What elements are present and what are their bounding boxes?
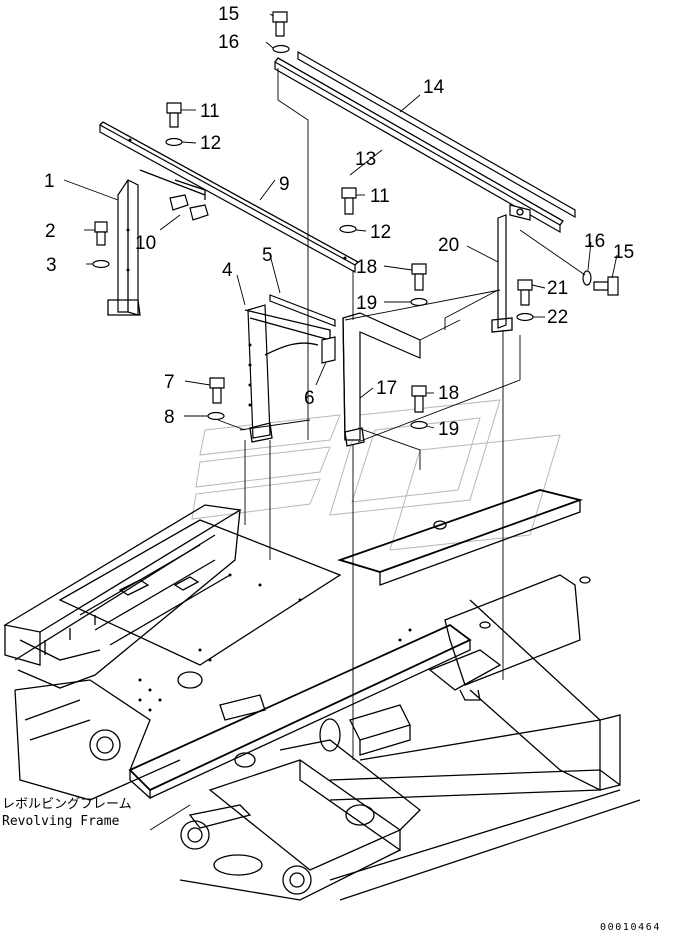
- part-1-bracket: [107, 179, 141, 316]
- part-5-bar: [269, 294, 336, 327]
- callout-12: 12: [370, 222, 391, 243]
- part-10-clips: [139, 169, 209, 221]
- assembly-guide-lines: [217, 68, 586, 760]
- revolving-frame-label: レボルビングフレーム Revolving Frame: [2, 797, 132, 829]
- callout-19: 19: [438, 419, 459, 440]
- callout-5: 5: [262, 245, 273, 266]
- callout-20: 20: [438, 235, 459, 256]
- callout-16: 16: [584, 231, 605, 252]
- part-9-bar: [99, 121, 360, 274]
- frame-label-english: Revolving Frame: [2, 814, 120, 829]
- callout-leaders: [63, 13, 618, 831]
- callout-11: 11: [370, 186, 390, 207]
- part-6-block: [321, 336, 336, 364]
- callout-18: 18: [438, 383, 459, 404]
- callout-14: 14: [423, 77, 445, 98]
- hardware-bolts-washers: [92, 11, 619, 430]
- callout-15: 15: [218, 4, 239, 25]
- watermark-logo: [191, 399, 561, 551]
- callout-15: 15: [613, 242, 634, 263]
- part-4-bracket: [244, 304, 331, 443]
- callout-10: 10: [135, 233, 156, 254]
- callout-3: 3: [46, 255, 57, 276]
- frame-bolt-holes: [138, 573, 412, 712]
- revolving-frame: [3, 489, 641, 901]
- drawing-number: 00010464: [600, 922, 661, 933]
- callout-labels: 15 16 14 11 12 13 1 9 11 2 12 10 20 16 1…: [44, 4, 634, 440]
- callout-2: 2: [45, 221, 56, 242]
- part-20-bar: [491, 214, 513, 333]
- callout-21: 21: [547, 278, 568, 299]
- callout-12: 12: [200, 133, 221, 154]
- frame-label-japanese: レボルビングフレーム: [2, 797, 132, 812]
- part-17-bracket: [342, 312, 421, 447]
- callout-4: 4: [222, 260, 233, 281]
- callout-18: 18: [356, 257, 377, 278]
- callout-1: 1: [44, 171, 55, 192]
- callout-7: 7: [164, 372, 175, 393]
- callout-6: 6: [304, 388, 315, 409]
- callout-19: 19: [356, 293, 377, 314]
- callout-8: 8: [164, 407, 175, 428]
- callout-16: 16: [218, 32, 239, 53]
- callout-9: 9: [279, 174, 290, 195]
- callout-13: 13: [355, 149, 376, 170]
- part-13-14-rails: [274, 50, 576, 234]
- callout-17: 17: [376, 378, 397, 399]
- callout-22: 22: [547, 307, 568, 328]
- callout-11: 11: [200, 101, 220, 122]
